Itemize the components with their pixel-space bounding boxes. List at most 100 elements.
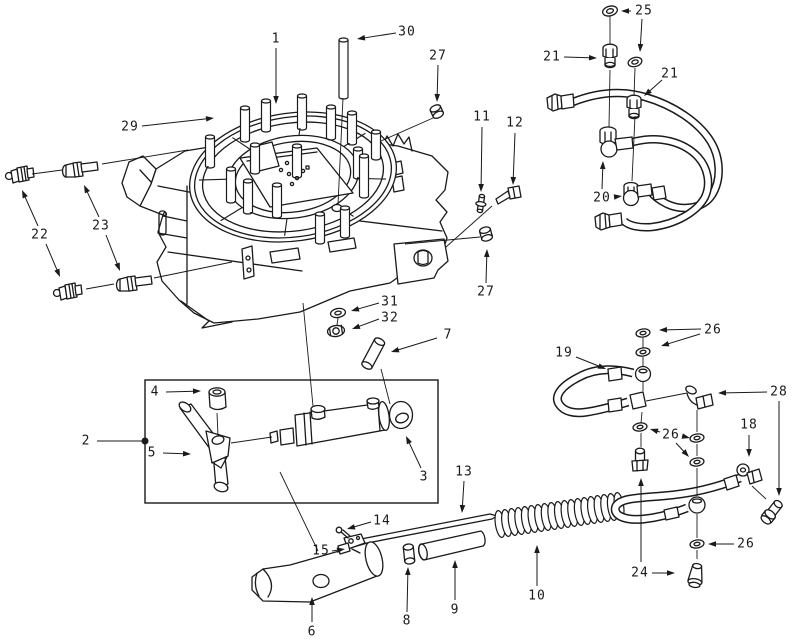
leader-line-26 [665,328,702,331]
nut-32 [326,324,346,338]
grease-fitting-23a [61,161,99,178]
arrowhead [434,93,441,102]
callout-25: 25 [635,4,653,19]
leader-line-26 [675,442,685,453]
arrowhead [406,436,412,445]
leader-line-30 [363,32,397,39]
callout-15: 15 [312,544,330,559]
bushing-8 [402,543,416,565]
o-ring-25a [601,5,619,17]
arrowhead [708,541,716,547]
tube-9 [417,530,486,561]
grease-fitting-22b [52,282,83,301]
pin-7 [361,337,386,370]
callout-28: 28 [770,385,788,400]
arrowhead [588,54,597,61]
arrowhead [205,116,214,122]
upper-hose-assembly [546,5,723,232]
spring-10 [494,492,625,538]
arrowhead [22,190,28,199]
callout-7: 7 [444,328,453,343]
callout-3: 3 [420,470,429,485]
callout-24: 24 [631,566,649,581]
leader-line-19 [575,356,600,367]
washer-31 [329,307,347,319]
fitting-21a [602,43,618,69]
leader-line-7 [397,337,438,351]
leader-line-12 [512,132,516,179]
base-left-ear [121,155,157,207]
construction-centerlines [31,16,767,559]
callout-27: 27 [429,49,447,64]
pin-11 [475,193,487,214]
leader-line-26 [667,333,701,345]
callout-5: 5 [148,446,157,461]
arrowhead [681,433,690,439]
arrowhead [347,524,356,530]
fitting-21b [626,94,642,120]
arrowhead [114,262,120,271]
leader-line-20 [601,167,604,190]
arrowhead [182,450,191,457]
callout-19: 19 [555,346,573,361]
washers-26 [632,328,705,549]
leader-line-23 [86,191,100,218]
callout-20: 20 [593,191,611,206]
callout-21: 21 [543,50,561,65]
arrowhead [357,35,366,41]
elbow-fitting-20a [599,126,634,158]
leader-line-15 [331,549,339,552]
assembly-dot [141,437,149,445]
arrowhead [192,388,201,395]
arrowhead [534,545,540,553]
leader-line-25 [639,18,643,46]
callout-32: 32 [381,311,399,326]
arrowhead [599,161,606,170]
arrowhead [681,449,689,457]
arrowhead [718,390,727,396]
leader-line-32 [358,318,380,328]
base-small-plate [241,245,255,280]
cylinder-subassembly-box [144,337,439,504]
elbow-fitting-18 [736,463,763,485]
leader-line-13 [461,480,465,507]
ring-studs [204,37,382,245]
side-hardware [326,104,522,338]
nut-27a [429,104,445,119]
arrowhead [273,96,279,104]
arrowhead [336,547,345,553]
arrowhead [638,478,644,486]
plug-24a [631,447,649,472]
arrowhead [637,43,644,52]
handle-assembly [251,492,625,603]
arrowhead [667,570,675,576]
elbow-fitting-28a [685,385,714,410]
arrowhead [478,183,484,192]
arrowhead [597,363,606,369]
arrowhead [659,327,668,333]
callout-23: 23 [92,219,110,234]
callout-26: 26 [704,323,722,338]
leader-line-21 [563,56,591,59]
lower-hose-assembly [552,328,783,589]
leader-line-21 [648,79,663,92]
grease-fitting-22a [4,165,35,184]
leader-line-27 [436,64,439,96]
arrowhead [483,249,490,258]
callout-4: 4 [151,385,160,400]
leader-line-4 [165,390,195,393]
arrowhead [510,176,517,185]
callout-10: 10 [528,589,546,604]
arrowhead [613,194,622,200]
leader-line-22 [45,243,58,271]
hydraulic-cylinder-3 [269,397,414,447]
bolt-12 [495,185,522,205]
callout-8: 8 [403,614,412,629]
callout-30: 30 [398,25,416,40]
arrowhead [352,323,361,329]
plug-28b [760,499,783,525]
leader-line-28 [724,391,768,394]
callout-13: 13 [455,465,473,480]
